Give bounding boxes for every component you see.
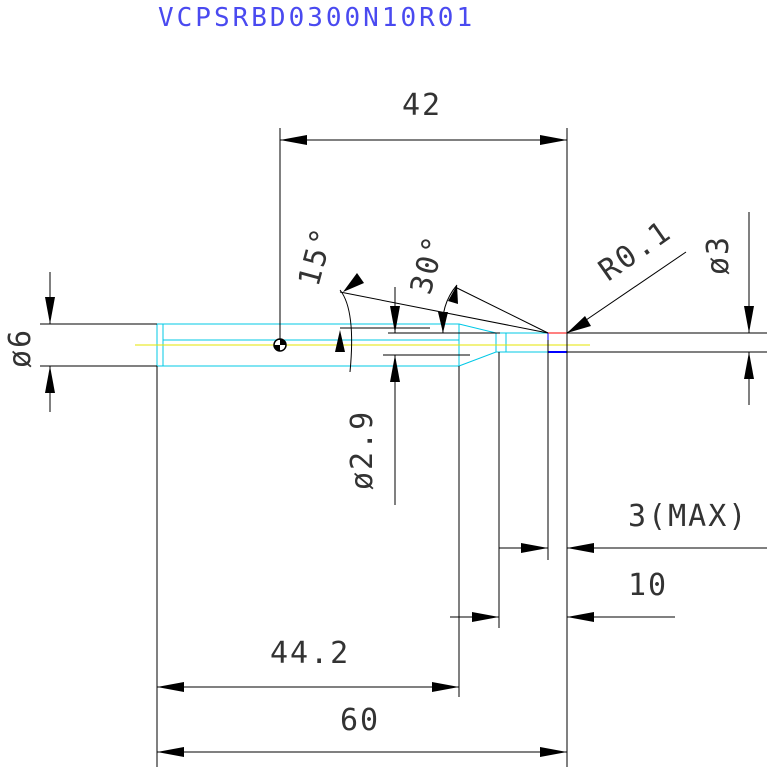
- total-length-label: 60: [340, 703, 380, 738]
- angle-30-label: 30°: [404, 231, 453, 298]
- dim-neck-diameter: ø2.9: [345, 287, 470, 505]
- dim-3max: 3(MAX): [499, 340, 767, 560]
- tip-outline-red: [547, 332, 568, 353]
- dim-radius: R0.1: [566, 214, 687, 334]
- dim-60: 60: [157, 703, 567, 757]
- angle-15-label: 15°: [292, 223, 341, 290]
- dim-44-2: 44.2: [156, 366, 460, 767]
- shank-diameter-label: ø6: [3, 328, 38, 368]
- dim-tip-diameter: ø3: [567, 212, 767, 405]
- radius-label: R0.1: [593, 214, 679, 289]
- reach-length-label: 44.2: [270, 636, 350, 671]
- origin-marker: [273, 338, 287, 352]
- max-depth-label: 3(MAX): [628, 499, 748, 534]
- neck-diameter-label: ø2.9: [345, 410, 380, 490]
- dim-42: 42: [279, 88, 568, 767]
- dim-10: 10: [450, 352, 675, 628]
- tip-diameter-label: ø3: [701, 235, 736, 275]
- part-number-title: VCPSRBD0300N10R01: [158, 3, 475, 33]
- flute-length-label: 10: [628, 568, 668, 603]
- neck-taper-top: [458, 323, 506, 334]
- dim-shank-diameter: ø6: [3, 272, 157, 412]
- dim-42-label: 42: [402, 88, 442, 123]
